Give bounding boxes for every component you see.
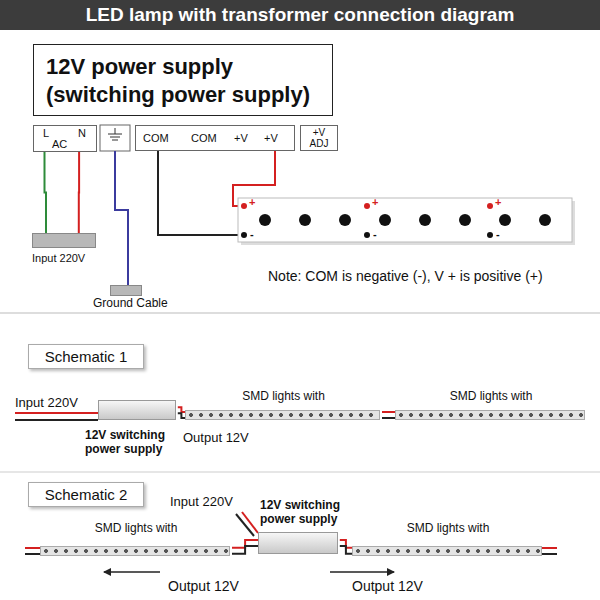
wire-stub — [542, 547, 557, 549]
shape-fill — [40, 546, 230, 556]
shape-fill — [185, 410, 380, 420]
led-strip: SMD lights with — [352, 522, 544, 558]
node-text: SMD lights with — [185, 390, 382, 404]
shape-fill — [110, 285, 142, 296]
annotation-label: - — [373, 228, 377, 240]
annotation-label: Input 220V — [15, 395, 78, 410]
input-wire — [236, 514, 254, 536]
wire — [382, 417, 395, 419]
node-text: SMD lights with — [395, 390, 587, 404]
node-text: AC — [52, 138, 67, 151]
section-tag: Schematic 2 — [28, 482, 144, 507]
title-text: LED lamp with transformer connection dia… — [86, 4, 515, 25]
node-text: +V — [234, 132, 248, 145]
node-text: 12V power supply (switching power supply… — [46, 53, 321, 108]
shape-fill — [395, 410, 585, 420]
ground-wire — [115, 151, 128, 285]
separator — [0, 471, 600, 473]
annotation-label: - — [496, 228, 500, 240]
wire — [78, 152, 80, 233]
wire-connector — [78, 152, 79, 233]
wire-connector — [178, 407, 185, 418]
node-text: +V ADJ — [306, 127, 332, 149]
led-strip: SMD lights with — [185, 390, 382, 422]
wire — [340, 546, 352, 554]
node-text: SMD lights with — [40, 522, 232, 536]
shape-fill — [258, 532, 338, 554]
annotation-label: + — [372, 196, 378, 208]
negative-wire — [158, 151, 242, 235]
input-plug: Input 220V — [28, 233, 110, 267]
annotation-label: - — [250, 228, 254, 240]
wire-stub — [25, 553, 40, 555]
node-text: COM — [143, 132, 169, 145]
annotation-label: Input 220V — [170, 494, 233, 509]
shape-fill — [98, 400, 176, 420]
power-supply: 12V switching power supply — [85, 398, 187, 462]
wire-connector — [232, 540, 258, 554]
node-text: Schematic 2 — [29, 486, 143, 503]
title-bar: LED lamp with transformer connection dia… — [0, 0, 600, 30]
node-text: +V — [264, 132, 278, 145]
annotation-label: + — [495, 196, 501, 208]
wire — [178, 407, 185, 412]
direction-arrow — [330, 571, 394, 573]
terminal-cell: L N AC — [33, 125, 97, 152]
led-strip: SMD lights with — [395, 390, 587, 422]
shape-fill — [352, 546, 542, 556]
node-text: L — [43, 127, 49, 140]
wire-connector — [340, 540, 352, 554]
node-text: Ground Cable — [93, 297, 192, 311]
wire-stub — [542, 553, 557, 555]
annotation-label: + — [249, 196, 255, 208]
led-strip: SMD lights with — [40, 522, 232, 558]
node-text: SMD lights with — [352, 522, 544, 536]
node-text: 12V switching power supply — [260, 498, 350, 527]
separator — [0, 312, 600, 314]
input-wire — [15, 412, 98, 414]
node-text: COM — [191, 132, 217, 145]
annotation-label: Output 12V — [168, 578, 239, 594]
wire — [382, 411, 395, 413]
terminal-cell: +V ADJ — [300, 125, 338, 151]
annotation-label: Output 12V — [183, 430, 249, 445]
node-text: Input 220V — [32, 252, 110, 265]
terminal-cell: COM COM +V +V — [135, 125, 295, 151]
direction-arrow — [104, 571, 160, 573]
section-tag: Schematic 1 — [28, 344, 144, 369]
wire — [45, 152, 47, 233]
power-supply: 12V switching power supply — [248, 498, 350, 558]
annotation-label: Note: COM is negative (-), V + is positi… — [268, 268, 543, 284]
wire — [178, 413, 185, 418]
node-text: Schematic 1 — [29, 348, 143, 365]
led-strip — [238, 198, 575, 245]
wire-stub — [25, 547, 40, 549]
header-box: 12V power supply (switching power supply… — [33, 44, 333, 116]
annotation-label: Output 12V — [352, 578, 423, 594]
shape-fill — [32, 233, 96, 248]
ground-terminal — [100, 125, 130, 151]
wire-connector — [45, 152, 47, 233]
input-wire — [15, 419, 98, 421]
wire-connector — [382, 412, 395, 418]
node-text: N — [78, 127, 86, 140]
wire — [232, 546, 258, 554]
node-text: 12V switching power supply — [85, 428, 187, 457]
ground-plug: Ground Cable — [90, 285, 192, 313]
